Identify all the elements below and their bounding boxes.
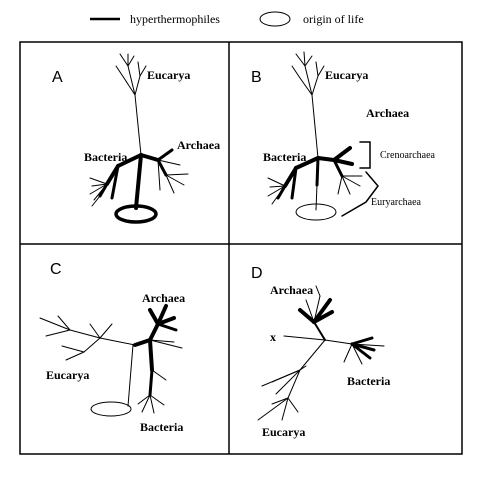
- panel-c-origin-ellipse: [90, 401, 132, 417]
- panel-d-tree: [257, 285, 385, 421]
- legend-origin-ellipse-swatch: [259, 11, 291, 27]
- panel-a: A: [52, 53, 220, 224]
- legend: hyperthermophiles origin of life: [90, 11, 364, 27]
- panel-b-bacteria-label: Bacteria: [263, 150, 306, 164]
- panel-c-tree: [39, 304, 183, 414]
- panel-a-origin-ellipse: [114, 204, 158, 224]
- panel-d-bacteria-label: Bacteria: [347, 374, 390, 388]
- panel-b-euryarchaea-bracket: [341, 171, 379, 217]
- panel-a-letter: A: [52, 69, 63, 86]
- panel-a-archaea-label: Archaea: [177, 138, 220, 152]
- panel-c-eucarya-label: Eucarya: [46, 368, 89, 382]
- panel-b-crenarchaea-bracket: [359, 141, 371, 169]
- panel-d-x-mark: x: [270, 330, 276, 344]
- panel-a-tree: [89, 53, 189, 210]
- legend-hyperthermophiles-label: hyperthermophiles: [130, 12, 220, 26]
- panel-b-euryarchaea-label: Euryarchaea: [371, 197, 422, 208]
- panel-d-archaea-label: Archaea: [270, 283, 313, 297]
- panel-a-eucarya-label: Eucarya: [147, 68, 190, 82]
- figure-border: [19, 41, 463, 455]
- panel-b-origin-ellipse: [295, 203, 337, 221]
- panel-b-crenarchaea-label: Crenoarchaea: [380, 150, 436, 161]
- panel-c-bacteria-label: Bacteria: [140, 420, 183, 434]
- legend-origin-label: origin of life: [303, 12, 364, 26]
- panel-b-archaea-label: Archaea: [366, 106, 409, 120]
- panel-b: B: [251, 51, 436, 221]
- panel-c-letter: C: [50, 261, 62, 278]
- panel-d-eucarya-label: Eucarya: [262, 425, 305, 439]
- panel-c: C: [39, 261, 185, 434]
- panel-b-tree: [267, 51, 363, 211]
- panel-c-archaea-label: Archaea: [142, 291, 185, 305]
- panel-grid: [19, 41, 463, 455]
- panel-b-letter: B: [251, 69, 262, 86]
- panel-d: D: [251, 265, 390, 439]
- panel-a-bacteria-label: Bacteria: [84, 150, 127, 164]
- panel-d-letter: D: [251, 265, 263, 282]
- panel-b-eucarya-label: Eucarya: [325, 68, 368, 82]
